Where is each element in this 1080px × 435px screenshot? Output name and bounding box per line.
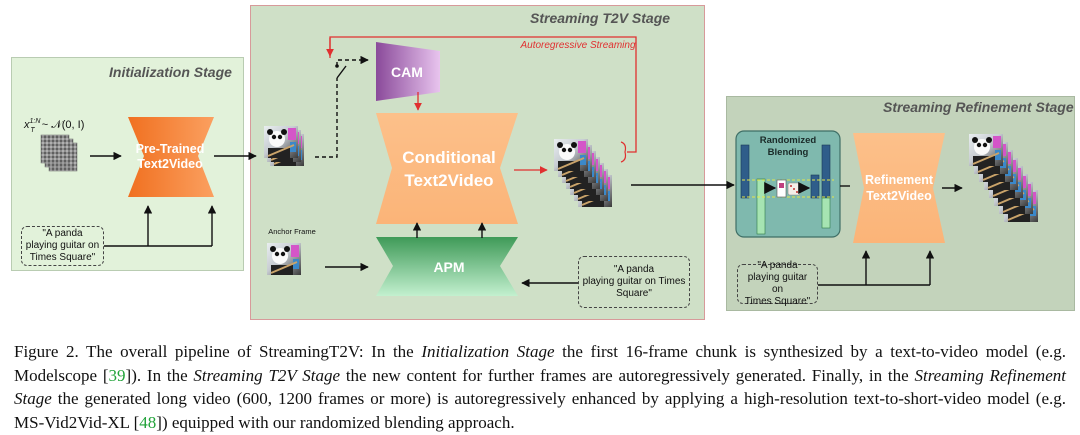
svg-text:Pre-Trained: Pre-Trained — [136, 142, 205, 156]
pretrained-text2video-block — [128, 117, 214, 197]
apm-block — [376, 237, 518, 296]
refined-video-frames — [968, 133, 1039, 223]
svg-text:Randomized: Randomized — [760, 135, 817, 146]
refinement-text2video-block — [853, 133, 945, 243]
anchor-frame-image — [266, 242, 302, 276]
streaming-t2v-stage-title: Streaming T2V Stage — [530, 10, 671, 26]
generated-chunk-frames — [553, 138, 613, 208]
cam-block — [376, 42, 440, 101]
svg-text:Text2Video: Text2Video — [866, 189, 932, 203]
initialization-stage-title: Initialization Stage — [109, 64, 232, 80]
svg-text:Autoregressive Streaming: Autoregressive Streaming — [519, 40, 635, 51]
citation-39[interactable]: 39 — [108, 365, 126, 385]
svg-text:CAM: CAM — [391, 64, 423, 80]
svg-text:Refinement: Refinement — [865, 173, 934, 187]
svg-text:Conditional: Conditional — [402, 148, 495, 167]
refinement-stage-title: Streaming Refinement Stage — [883, 99, 1074, 115]
svg-text:APM: APM — [433, 259, 464, 275]
noise-latent-stack — [40, 134, 78, 172]
svg-text:Text2Video: Text2Video — [404, 171, 493, 190]
svg-text:Anchor Frame: Anchor Frame — [268, 227, 316, 236]
conditional-text2video-block — [376, 113, 518, 224]
svg-text:Text2Video: Text2Video — [137, 157, 203, 171]
citation-48[interactable]: 48 — [139, 412, 157, 432]
first-chunk-frames — [263, 125, 305, 167]
blending-columns — [740, 144, 834, 235]
svg-text:Blending: Blending — [768, 147, 809, 158]
figure-caption: Figure 2. The overall pipeline of Stream… — [14, 342, 1067, 432]
